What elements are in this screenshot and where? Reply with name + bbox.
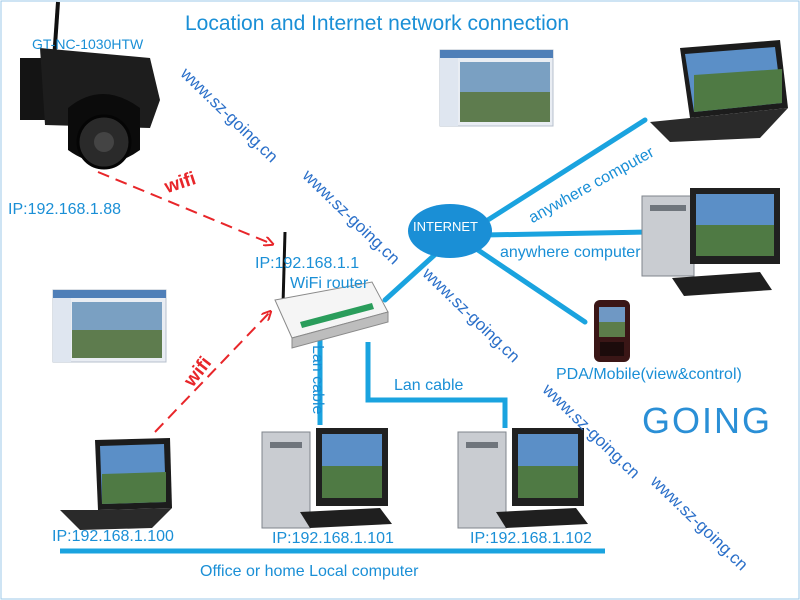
router-name-label: WiFi router xyxy=(290,275,369,292)
internet-label: INTERNET xyxy=(413,219,478,234)
mobile-label: PDA/Mobile(view&control) xyxy=(556,366,742,383)
mobile-phone-icon xyxy=(594,300,630,362)
wifi-link-laptop xyxy=(154,312,270,433)
internet-links xyxy=(382,117,651,325)
going-logo: GOING xyxy=(642,400,773,441)
wifi-router-icon xyxy=(274,231,389,349)
pc2-ip-label: IP:192.168.1.102 xyxy=(470,530,592,547)
camera-model-label: GT-NC-1030HTW xyxy=(32,36,144,52)
remote-laptop-icon xyxy=(650,40,788,142)
camera-view-thumbnail xyxy=(52,289,167,363)
local-pc-102-icon xyxy=(457,428,588,529)
internet-node xyxy=(408,204,492,258)
wifi-link-camera xyxy=(97,171,272,244)
anywhere-computer-label: anywhere computer xyxy=(500,244,641,261)
local-bus-label: Office or home Local computer xyxy=(200,563,419,580)
lan-cables xyxy=(317,336,508,428)
pc1-ip-label: IP:192.168.1.101 xyxy=(272,530,394,547)
camera-view-thumbnail xyxy=(439,49,554,127)
ip-camera-icon xyxy=(20,1,160,170)
lan-cable-label-vertical: Lan cable xyxy=(309,345,326,415)
local-laptop-icon xyxy=(60,438,172,530)
camera-ip-label: IP:192.168.1.88 xyxy=(8,201,121,218)
laptop-ip-label: IP:192.168.1.100 xyxy=(52,528,174,545)
diagram-title: Location and Internet network connection xyxy=(185,12,570,35)
remote-desktop-icon xyxy=(641,188,780,296)
router-ip-label: IP:192.168.1.1 xyxy=(255,255,360,272)
lan-cable-label: Lan cable xyxy=(394,377,464,394)
local-pc-101-icon xyxy=(261,428,392,529)
